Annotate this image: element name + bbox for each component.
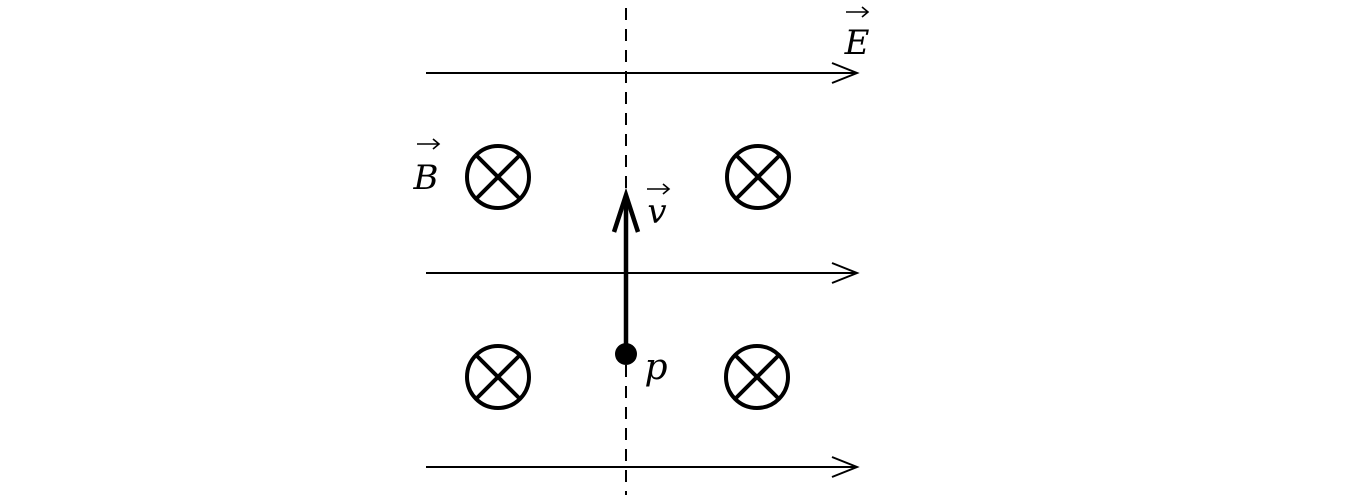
electric-field-symbol: E	[844, 23, 870, 63]
magnetic-field-label: B	[413, 138, 441, 198]
velocity-symbol: v	[647, 192, 666, 232]
magnetic-field-symbol: B	[413, 158, 439, 198]
particle-label: p	[644, 347, 667, 388]
into-page-icon	[724, 344, 790, 410]
into-page-icon	[465, 144, 531, 210]
velocity-arrow	[611, 187, 641, 353]
electric-field-line-2	[426, 262, 860, 284]
electric-field-label: E	[844, 6, 870, 63]
electric-field-line-1	[426, 62, 860, 84]
electric-field-line-3	[426, 456, 860, 478]
into-page-icon	[465, 344, 531, 410]
velocity-label: v	[647, 183, 671, 232]
particle-dot	[615, 343, 637, 365]
into-page-icon	[725, 144, 791, 210]
